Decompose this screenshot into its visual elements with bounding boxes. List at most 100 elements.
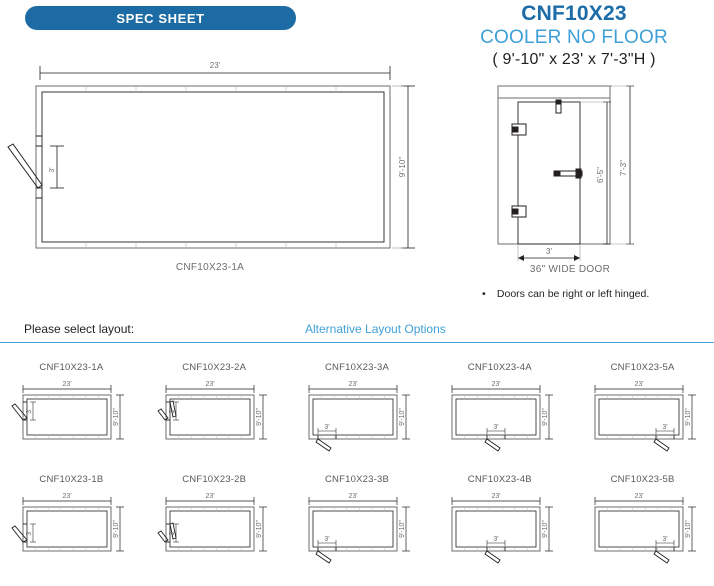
thumb-depth-label: 9'-10" [256, 520, 263, 538]
spec-sheet-page: SPEC SHEET CNF10X23 COOLER NO FLOOR ( 9'… [0, 2, 714, 564]
layout-thumbnail-plan: 3'23'9'-10" [308, 381, 410, 452]
layout-option-cnf10x23-1a[interactable]: CNF10X23-1A 3' 23' 9'-10" [0, 362, 143, 474]
plan-depth-label: 9'-10" [398, 157, 407, 178]
selector-divider [0, 342, 714, 343]
layout-thumbnail-plan: 3' 23' 9'-10" [594, 493, 696, 564]
thumb-depth-dimension [687, 506, 696, 552]
thumb-depth-label: 9'-10" [399, 408, 406, 426]
thumb-depth-label: 9'-10" [542, 520, 549, 538]
thumb-door [652, 428, 675, 452]
layout-option-label: CNF10X23-5A [610, 362, 675, 373]
thumb-width-dimension [451, 497, 541, 505]
door-width-label: 3' [546, 247, 552, 256]
plan-door-label: 3' [49, 167, 56, 172]
thumb-door-label: 3' [324, 536, 329, 543]
thumb-door-label: 3' [169, 408, 176, 413]
thumb-depth-dimension [401, 394, 410, 440]
plan-width-label: 23' [210, 61, 221, 70]
thumb-door-label: 3' [662, 536, 667, 543]
thumb-door-label: 3' [26, 530, 33, 535]
thumb-door [484, 540, 506, 564]
plan-depth-dimension [392, 85, 415, 249]
plan-width-dimension [39, 66, 391, 80]
layout-option-cnf10x23-2a[interactable]: CNF10X23-2A 3'23'9'-10" [143, 362, 286, 474]
overall-height-dimension [610, 85, 634, 245]
layout-option-label: CNF10X23-5B [610, 474, 675, 485]
plan-door-dimension [50, 145, 64, 189]
thumb-door-label: 3' [26, 408, 33, 413]
door-width-dimension [517, 244, 581, 261]
door-hinges [511, 123, 527, 218]
thumb-depth-dimension [544, 506, 553, 552]
thumb-door-label: 3' [662, 424, 667, 431]
thumb-door-label: 3' [493, 536, 498, 543]
thumb-depth-dimension [687, 394, 696, 440]
layout-option-label: CNF10X23-2A [182, 362, 247, 373]
thumb-depth-label: 9'-10" [542, 408, 549, 426]
thumb-width-label: 23' [63, 493, 72, 500]
hinge-note: • Doors can be right or left hinged. [482, 288, 649, 300]
thumb-door [157, 522, 180, 543]
layout-option-label: CNF10X23-4A [467, 362, 532, 373]
layout-thumbnail-plan: 3'23'9'-10" [157, 493, 268, 552]
layout-option-cnf10x23-1b[interactable]: CNF10X23-1B 3' 23' 9'-10" [0, 474, 143, 586]
thumb-depth-dimension [259, 506, 268, 552]
plan-door-opening [36, 135, 42, 199]
layout-thumbnail-plan: 3' 23' 9'-10" [11, 381, 125, 440]
thumb-door-label: 3' [493, 424, 498, 431]
layout-thumbnail-plan: 3'23'9'-10" [451, 493, 553, 564]
model-name: COOLER NO FLOOR [480, 27, 668, 48]
layout-selector-bar: Please select layout: Alternative Layout… [0, 322, 714, 346]
floor-plan-caption: CNF10X23-1A [175, 262, 245, 273]
thumb-depth-dimension [116, 394, 125, 440]
spec-sheet-badge-label: SPEC SHEET [116, 10, 205, 26]
thumb-width-label: 23' [634, 381, 643, 388]
thumb-width-label: 23' [634, 493, 643, 500]
thumb-width-dimension [594, 497, 683, 505]
layout-option-label: CNF10X23-1B [39, 474, 104, 485]
thumb-depth-dimension [401, 506, 410, 552]
bullet-icon: • [482, 288, 486, 300]
door-elevation-caption: 36" WIDE DOOR [529, 264, 611, 275]
thumb-door [484, 428, 506, 452]
door-handle [553, 168, 583, 179]
layout-option-label: CNF10X23-4B [467, 474, 532, 485]
spec-sheet-badge: SPEC SHEET [25, 6, 296, 30]
thumb-width-label: 23' [348, 381, 357, 388]
overall-height-label: 7'-3" [619, 160, 628, 176]
door-latch [555, 99, 562, 114]
thumb-width-dimension [165, 385, 255, 393]
layout-thumbnail-plan: 3'23'9'-10" [308, 493, 410, 564]
thumb-width-dimension [165, 497, 255, 505]
thumb-depth-label: 9'-10" [113, 520, 120, 538]
layout-thumbnail-plan: 3'23'9'-10" [157, 381, 268, 440]
layout-thumbnail-plan: 3' 23' 9'-10" [11, 493, 125, 552]
layout-option-label: CNF10X23-1A [39, 362, 104, 373]
layout-prompt: Please select layout: [24, 322, 135, 336]
thumb-width-dimension [308, 497, 398, 505]
thumb-door [315, 428, 337, 452]
thumb-door [315, 540, 337, 564]
thumb-width-label: 23' [206, 493, 215, 500]
thumb-depth-label: 9'-10" [685, 520, 692, 538]
thumb-door [157, 400, 180, 421]
thumb-width-label: 23' [63, 381, 72, 388]
thumb-door [11, 401, 37, 421]
alternative-layout-options-label: Alternative Layout Options [305, 322, 446, 336]
layout-option-cnf10x23-5b[interactable]: CNF10X23-5B 3' 23' 9'-10" [571, 474, 714, 586]
thumb-width-dimension [594, 385, 683, 393]
door-height-label: 6'-5" [596, 167, 605, 183]
thumb-depth-label: 9'-10" [113, 408, 120, 426]
thumb-door [652, 540, 675, 564]
door-height-dimension [580, 101, 611, 245]
layout-thumbnail-plan: 3'23'9'-10" [594, 381, 696, 452]
